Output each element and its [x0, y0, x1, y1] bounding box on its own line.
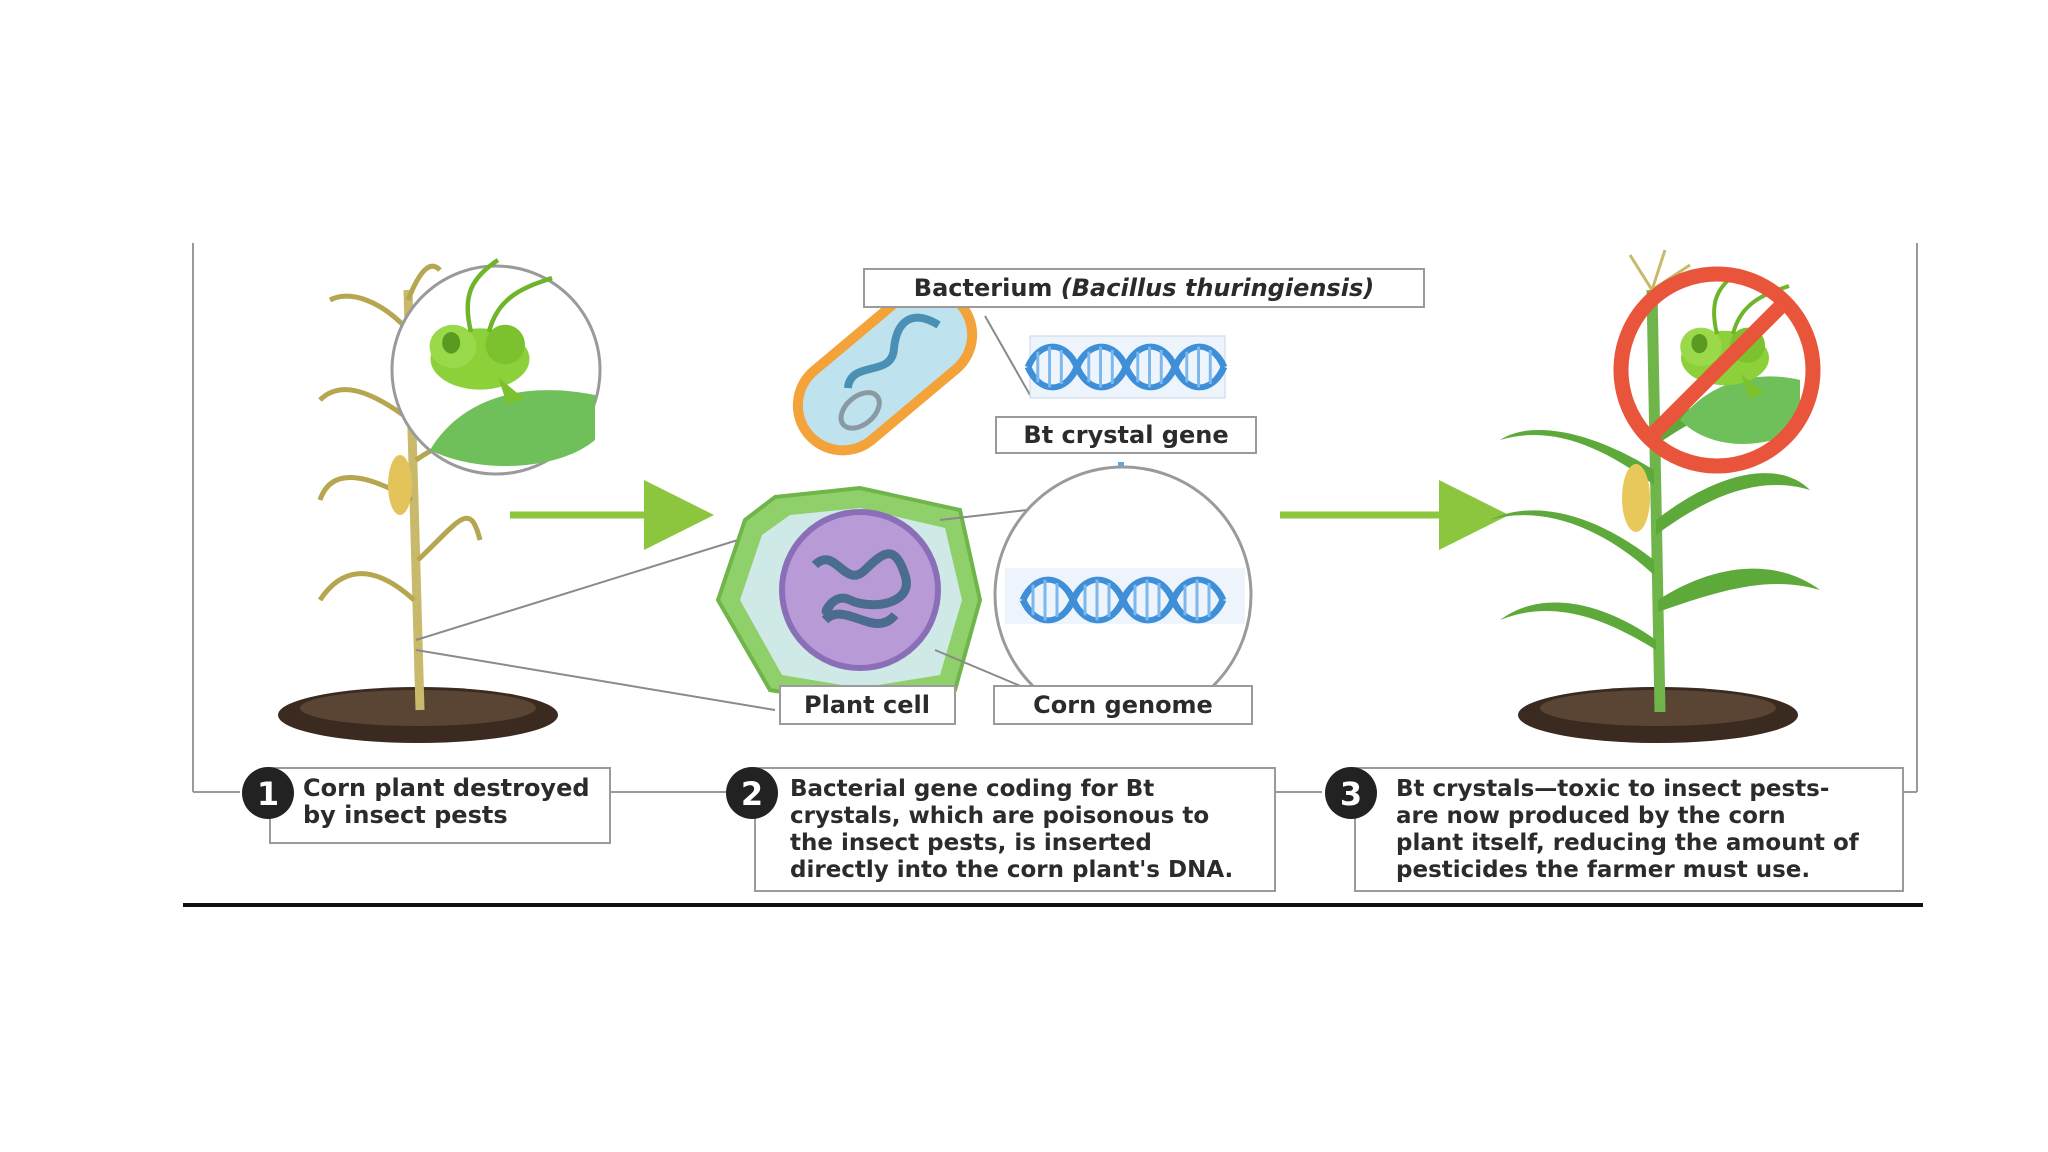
step-1-badge: 1	[242, 767, 294, 819]
step-2-line-1: Bacterial gene coding for Bt	[790, 776, 1154, 802]
figure-frame	[192, 243, 1918, 793]
corn-genome-label: Corn genome	[993, 685, 1253, 725]
svg-text:1: 1	[257, 775, 279, 813]
step-1: 1 Corn plant destroyed by insect pests	[242, 767, 611, 844]
step-1-line-2: by insect pests	[303, 801, 508, 829]
step-3-line-4: pesticides the farmer must use.	[1396, 857, 1810, 883]
step-3: 3 Bt crystals—toxic to insect pests- are…	[1325, 767, 1904, 892]
prohibited-insect	[1613, 266, 1821, 474]
step-3-badge: 3	[1325, 767, 1377, 819]
corn-genome-closeup	[934, 465, 1253, 725]
svg-text:Corn genome: Corn genome	[1033, 691, 1213, 719]
plant-cell-icon	[715, 485, 983, 708]
step-2-line-4: directly into the corn plant's DNA.	[790, 857, 1233, 883]
svg-text:3: 3	[1340, 775, 1362, 813]
cell-connector-lines	[415, 529, 776, 711]
step-3-line-2: are now produced by the corn	[1396, 803, 1786, 829]
step-3-line-3: plant itself, reducing the amount of	[1396, 830, 1860, 856]
bt-gene-dna	[1028, 335, 1225, 399]
svg-text:Bt crystal gene: Bt crystal gene	[1023, 421, 1228, 449]
step-2: 2 Bacterial gene coding for Bt crystals,…	[726, 767, 1276, 892]
step-2-line-2: crystals, which are poisonous to	[790, 803, 1209, 829]
svg-text:Bacterium (Bacillus thuringien: Bacterium (Bacillus thuringiensis)	[914, 274, 1374, 302]
step-1-line-1: Corn plant destroyed	[303, 774, 590, 802]
prohibition-icon	[1613, 266, 1821, 474]
svg-text:2: 2	[741, 775, 763, 813]
plant-cell-label: Plant cell	[779, 685, 956, 725]
bt-crystal-gene-label: Bt crystal gene	[995, 416, 1257, 454]
insect-closeup	[390, 260, 602, 476]
svg-text:Plant cell: Plant cell	[804, 691, 930, 719]
step-2-badge: 2	[726, 767, 778, 819]
bacterium-icon	[792, 284, 1031, 456]
step-2-line-3: the insect pests, is inserted	[790, 830, 1152, 856]
step-3-line-1: Bt crystals—toxic to insect pests-	[1396, 776, 1829, 802]
bacterium-label: Bacterium (Bacillus thuringiensis)	[863, 268, 1425, 308]
